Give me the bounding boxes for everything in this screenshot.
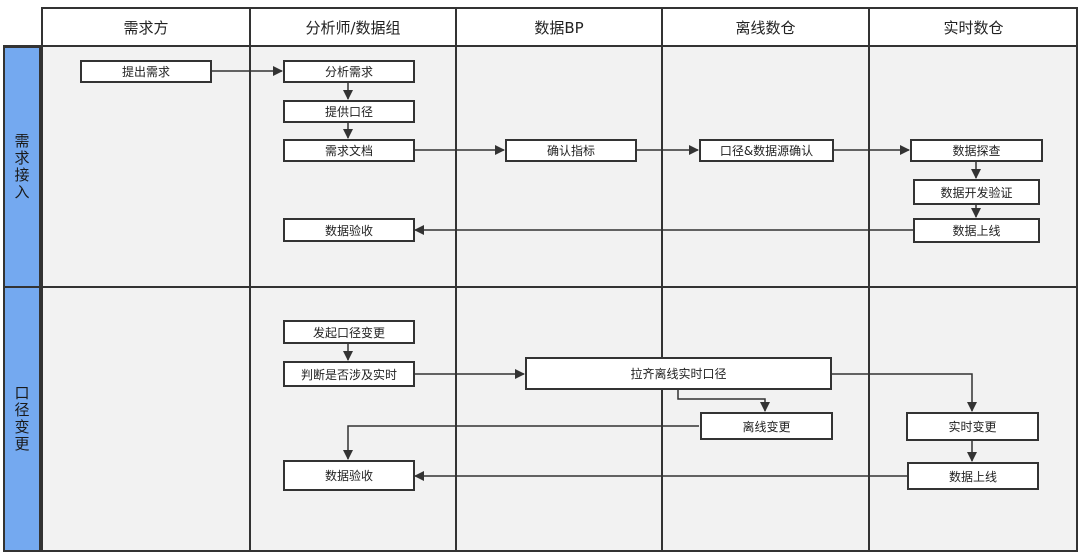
- grid-line-lane-divider: [3, 286, 1078, 288]
- node-data-exploration: 数据探查: [910, 139, 1043, 162]
- grid-line-top: [41, 7, 1078, 9]
- column-header-offline-warehouse: 离线数仓: [663, 9, 868, 46]
- node-offline-change: 离线变更: [700, 412, 833, 440]
- node-analyze-requirement: 分析需求: [283, 60, 415, 83]
- node-provide-caliber: 提供口径: [283, 100, 415, 123]
- grid-line-col-2: [455, 7, 457, 552]
- grid-line-col-5: [1076, 7, 1078, 552]
- node-data-acceptance: 数据验收: [283, 218, 415, 242]
- node-submit-requirement: 提出需求: [80, 60, 212, 83]
- column-header-realtime-warehouse: 实时数仓: [870, 9, 1077, 46]
- node-data-dev-verify: 数据开发验证: [913, 179, 1040, 205]
- node-check-realtime-involved: 判断是否涉及实时: [283, 361, 415, 387]
- lane-requirement-intake: 需求接入: [3, 46, 41, 288]
- grid-line-col-3: [661, 7, 663, 552]
- node-initiate-caliber-change: 发起口径变更: [283, 320, 415, 344]
- node-data-acceptance-2: 数据验收: [283, 460, 415, 491]
- node-requirement-doc: 需求文档: [283, 139, 415, 162]
- grid-line-bottom: [3, 550, 1078, 552]
- grid-line-col-1: [249, 7, 251, 552]
- diagram-body: [43, 47, 1077, 552]
- grid-line-header-bottom: [3, 45, 1078, 47]
- column-header-analyst: 分析师/数据组: [251, 9, 455, 46]
- grid-line-col-0: [41, 7, 43, 552]
- node-confirm-metrics: 确认指标: [505, 139, 637, 162]
- column-header-data-bp: 数据BP: [457, 9, 661, 46]
- node-data-release-2: 数据上线: [907, 462, 1039, 490]
- grid-line-col-4: [868, 7, 870, 552]
- node-confirm-caliber-source: 口径&数据源确认: [699, 139, 834, 162]
- node-data-release: 数据上线: [913, 218, 1040, 243]
- lane-caliber-change: 口径变更: [3, 286, 41, 552]
- node-realtime-change: 实时变更: [906, 412, 1039, 441]
- lane-label-caliber-change: 口径变更: [12, 385, 31, 453]
- column-header-requester: 需求方: [43, 9, 249, 46]
- node-align-offline-realtime-caliber: 拉齐离线实时口径: [525, 357, 832, 390]
- lane-label-requirement-intake: 需求接入: [12, 133, 31, 201]
